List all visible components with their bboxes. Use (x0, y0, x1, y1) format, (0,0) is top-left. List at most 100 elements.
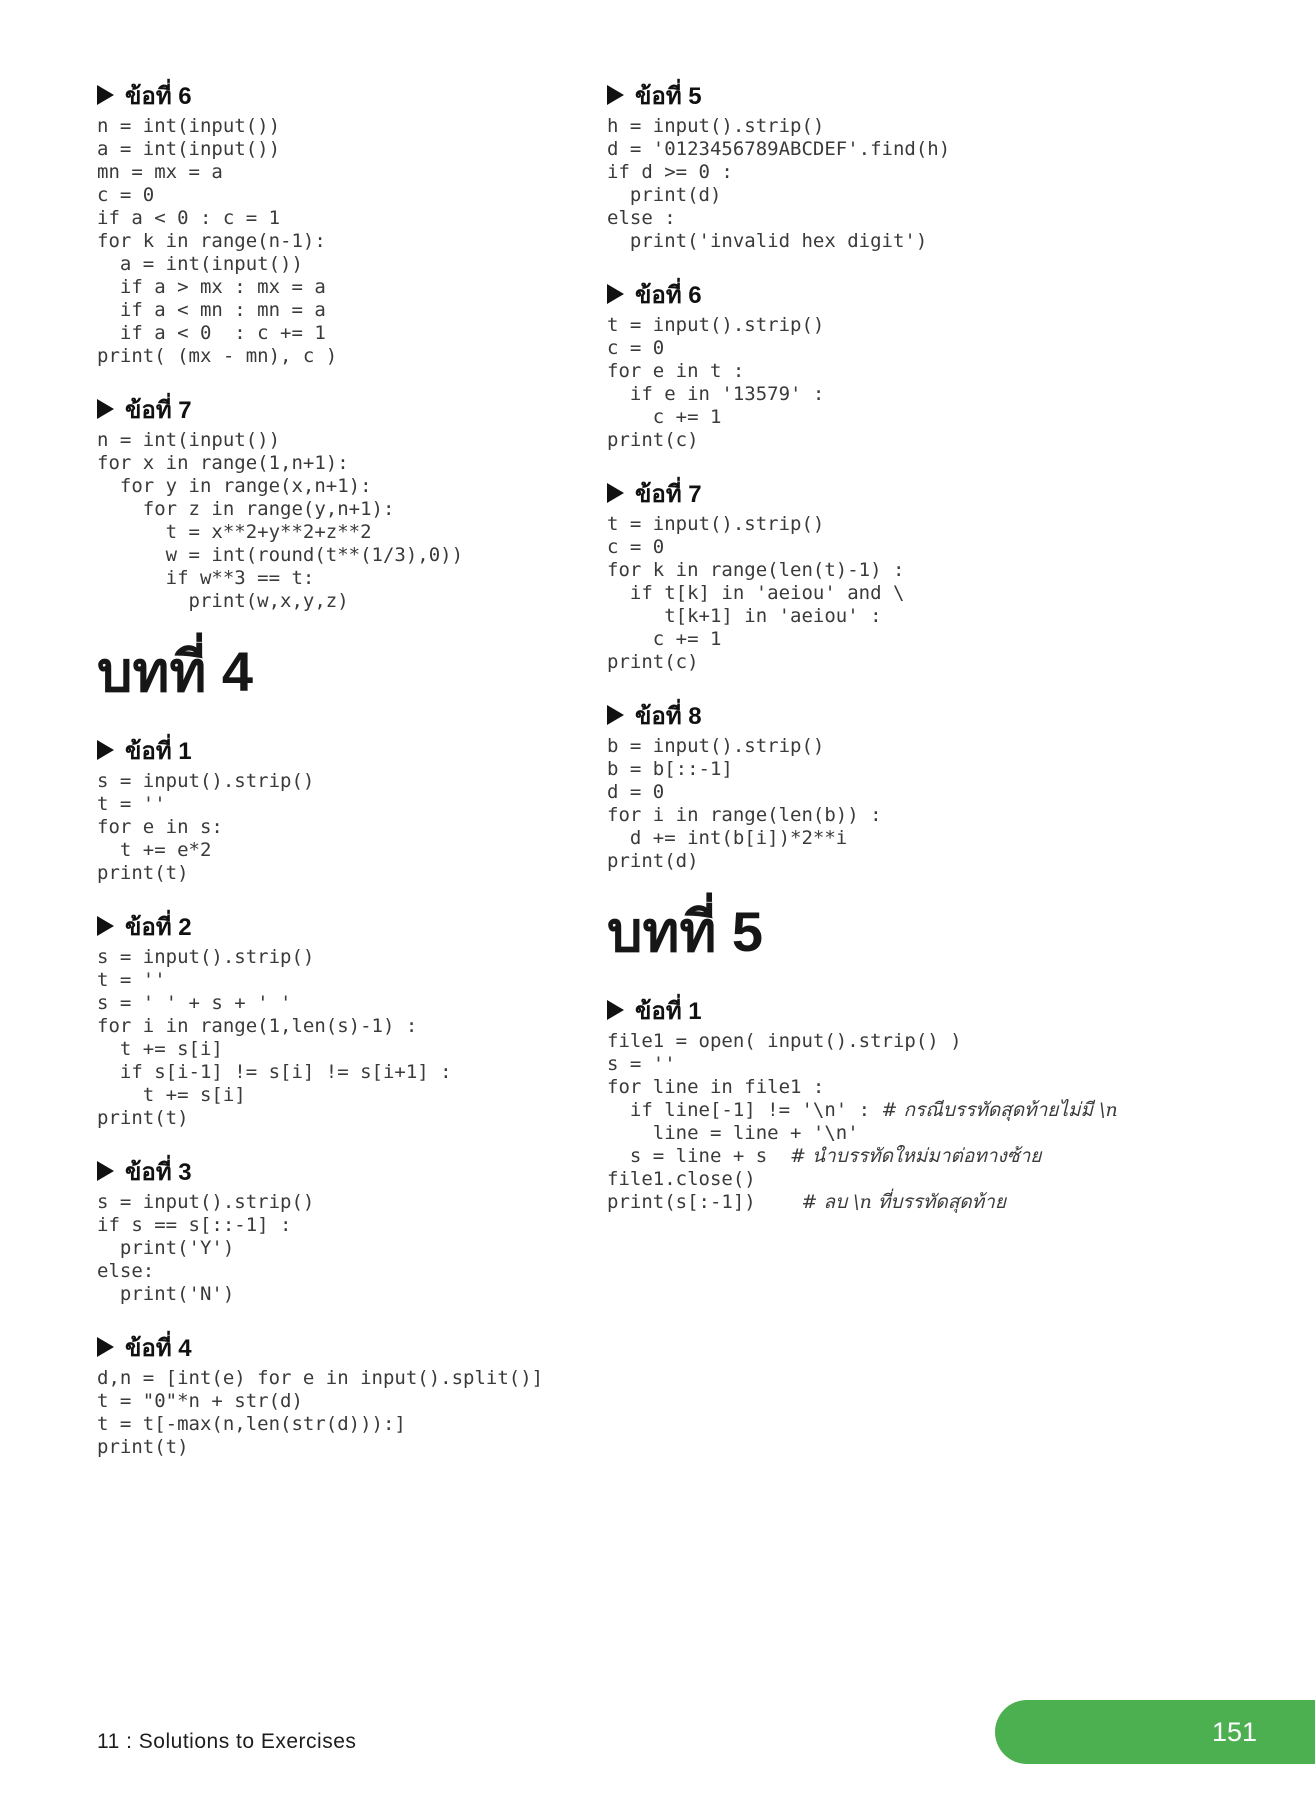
code-line: a = int(input()) (97, 138, 281, 160)
code-line: w = int(round(t**(1/3),0)) (97, 544, 464, 566)
code-line: if s == s[::-1] : (97, 1214, 292, 1236)
code-line: if d >= 0 : (607, 161, 733, 183)
code-line: print(w,x,y,z) (97, 590, 349, 612)
code-line: c += 1 (607, 628, 722, 650)
problem-label: ข้อที่ 3 (125, 1158, 192, 1186)
code-line: for line in file1 : (607, 1076, 825, 1098)
code-line: if e in '13579' : (607, 383, 825, 405)
code-line: b = b[::-1] (607, 758, 733, 780)
problem-label: ข้อที่ 6 (125, 82, 192, 110)
code-line: print(s[:-1]) # ลบ \n ที่บรรทัดสุดท้าย (607, 1191, 1006, 1213)
code-line: t = input().strip() (607, 314, 825, 336)
code-block: s = input().strip()if s == s[::-1] : pri… (97, 1191, 577, 1306)
code-line: for i in range(len(b)) : (607, 804, 882, 826)
code-line: for k in range(n-1): (97, 230, 326, 252)
code-line: s = input().strip() (97, 770, 315, 792)
problem-label: ข้อที่ 7 (125, 396, 192, 424)
code-line: d = 0 (607, 781, 665, 803)
code-line: for e in t : (607, 360, 745, 382)
problem-label: ข้อที่ 4 (125, 1334, 192, 1362)
triangle-bullet-icon (97, 740, 114, 760)
triangle-bullet-icon (97, 916, 114, 936)
code-line: if a > mx : mx = a (97, 276, 326, 298)
code-line: c = 0 (607, 337, 665, 359)
code-line: file1 = open( input().strip() ) (607, 1030, 962, 1052)
code-line: print('invalid hex digit') (607, 230, 928, 252)
code-block: d,n = [int(e) for e in input().split()] t… (97, 1367, 577, 1459)
code-line: print(c) (607, 651, 699, 673)
code-line: c = 0 (97, 184, 155, 206)
problem-label: ข้อที่ 2 (125, 913, 192, 941)
code-line: t = input().strip() (607, 513, 825, 535)
code-line: print('Y') (97, 1237, 235, 1259)
code-line: print(d) (607, 184, 722, 206)
problem-header: ข้อที่ 2 (97, 909, 577, 943)
code-line: line = line + '\n' (607, 1122, 859, 1144)
code-line: b = input().strip() (607, 735, 825, 757)
code-line: if a < 0 : c = 1 (97, 207, 281, 229)
code-line: if a < mn : mn = a (97, 299, 326, 321)
problem-header: ข้อที่ 7 (607, 476, 1297, 510)
code-line: else : (607, 207, 676, 229)
code-line: print(t) (97, 862, 189, 884)
code-block: file1 = open( input().strip() )s = ''for… (607, 1030, 1297, 1214)
problem-label: ข้อที่ 5 (635, 82, 702, 110)
problem-header: ข้อที่ 6 (607, 277, 1297, 311)
code-line: if line[-1] != '\n' : # กรณีบรรทัดสุดท้า… (607, 1099, 1118, 1121)
code-line: if t[k] in 'aeiou' and \ (607, 582, 905, 604)
chapter-heading: บทที่ 5 (607, 900, 764, 963)
code-comment: # ลบ \n ที่บรรทัดสุดท้าย (801, 1191, 1006, 1213)
code-line: for z in range(y,n+1): (97, 498, 395, 520)
code-block: s = input().strip()t = ''s = ' ' + s + '… (97, 946, 577, 1130)
code-line: print( (mx - mn), c ) (97, 345, 338, 367)
problem-header: ข้อที่ 3 (97, 1154, 577, 1188)
code-line: for e in s: (97, 816, 223, 838)
code-line: d = '0123456789ABCDEF'.find(h) (607, 138, 951, 160)
code-line: s = input().strip() (97, 1191, 315, 1213)
triangle-bullet-icon (607, 284, 624, 304)
problem-label: ข้อที่ 1 (635, 997, 702, 1025)
left-column: ข้อที่ 6 n = int(input())a = int(input())… (97, 78, 577, 1483)
code-line: t = '' (97, 969, 166, 991)
problem-header: ข้อที่ 5 (607, 78, 1297, 112)
problem-label: ข้อที่ 8 (635, 702, 702, 730)
page-number-badge: 151 (995, 1700, 1315, 1764)
code-line: t += s[i] (97, 1038, 223, 1060)
page-number: 151 (1211, 1716, 1257, 1747)
code-comment: # กรณีบรรทัดสุดท้ายไม่มี \n (881, 1099, 1118, 1121)
code-line: c = 0 (607, 536, 665, 558)
footer-chapter-label: 11 : Solutions to Exercises (97, 1730, 357, 1753)
code-line: t[k+1] in 'aeiou' : (607, 605, 882, 627)
triangle-bullet-icon (97, 399, 114, 419)
code-line: d,n = [int(e) for e in input().split()] (97, 1367, 544, 1389)
code-comment: # นำบรรทัดใหม่มาต่อทางซ้าย (790, 1145, 1042, 1167)
problem-section: ข้อที่ 4 d,n = [int(e) for e in input().s… (97, 1330, 577, 1459)
code-line: t += e*2 (97, 839, 212, 861)
code-line: h = input().strip() (607, 115, 825, 137)
problem-header: ข้อที่ 4 (97, 1330, 577, 1364)
triangle-bullet-icon (97, 1161, 114, 1181)
problem-section: ข้อที่ 1 file1 = open( input().strip() )s… (607, 993, 1297, 1214)
chapter-heading: บทที่ 4 (97, 640, 254, 703)
code-line: d += int(b[i])*2**i (607, 827, 848, 849)
code-line: print(c) (607, 429, 699, 451)
code-line: t = x**2+y**2+z**2 (97, 521, 372, 543)
code-line: if w**3 == t: (97, 567, 315, 589)
code-line: print(t) (97, 1107, 189, 1129)
code-line: n = int(input()) (97, 115, 281, 137)
problem-header: ข้อที่ 7 (97, 392, 577, 426)
right-column: ข้อที่ 5 h = input().strip()d = '01234567… (607, 78, 1297, 1238)
code-line: t = t[-max(n,len(str(d))):] (97, 1413, 406, 1435)
triangle-bullet-icon (97, 1337, 114, 1357)
code-line: t = '' (97, 793, 166, 815)
code-line: if a < 0 : c += 1 (97, 322, 326, 344)
code-line: c += 1 (607, 406, 722, 428)
code-line: file1.close() (607, 1168, 756, 1190)
code-line: s = '' (607, 1053, 676, 1075)
code-line: print('N') (97, 1283, 235, 1305)
triangle-bullet-icon (607, 1000, 624, 1020)
